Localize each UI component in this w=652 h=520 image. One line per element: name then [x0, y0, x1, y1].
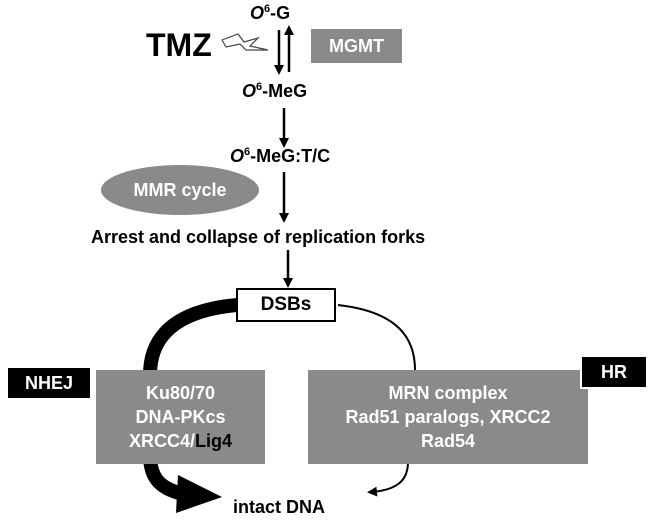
nhej-tag: NHEJ [6, 366, 92, 400]
lightning-icon [221, 33, 269, 51]
tmz-label: TMZ [146, 27, 212, 63]
nhej-protein-line: XRCC4/Lig4 [128, 431, 233, 451]
nhej-arrowhead [176, 475, 222, 513]
hr-tag: HR [580, 355, 648, 389]
nhej-proteins-box: Ku80/70 DNA-PKcs XRCC4/Lig4 [96, 370, 265, 464]
mmr-cycle-label: MMR cycle [133, 179, 227, 200]
mismatch-label: O6-MeG:T/C [230, 146, 331, 166]
o6-guanine-label: O6-G [250, 3, 291, 23]
arrest-label: Arrest and collapse of replication forks [91, 227, 426, 247]
hr-proteins-box: MRN complex Rad51 paralogs, XRCC2 Rad54 [308, 370, 588, 464]
dsbs-box: DSBs [236, 288, 336, 322]
mmr-cycle-ellipse [101, 165, 259, 215]
hr-thin-path-lower [367, 461, 409, 497]
nhej-thick-path [143, 298, 238, 376]
hr-protein-line: Rad51 paralogs, XRCC2 [345, 407, 551, 427]
nhej-protein-line: DNA-PKcs [135, 407, 226, 427]
hr-protein-line: Rad54 [420, 431, 476, 451]
intact-dna-label: intact DNA [233, 497, 326, 517]
hr-protein-line: MRN complex [388, 383, 508, 403]
hr-thin-path [337, 304, 416, 371]
o6-methylguanine-label: O6-MeG [242, 81, 308, 101]
mgmt-box: MGMT [311, 29, 402, 63]
nhej-protein-line: Ku80/70 [145, 383, 216, 403]
